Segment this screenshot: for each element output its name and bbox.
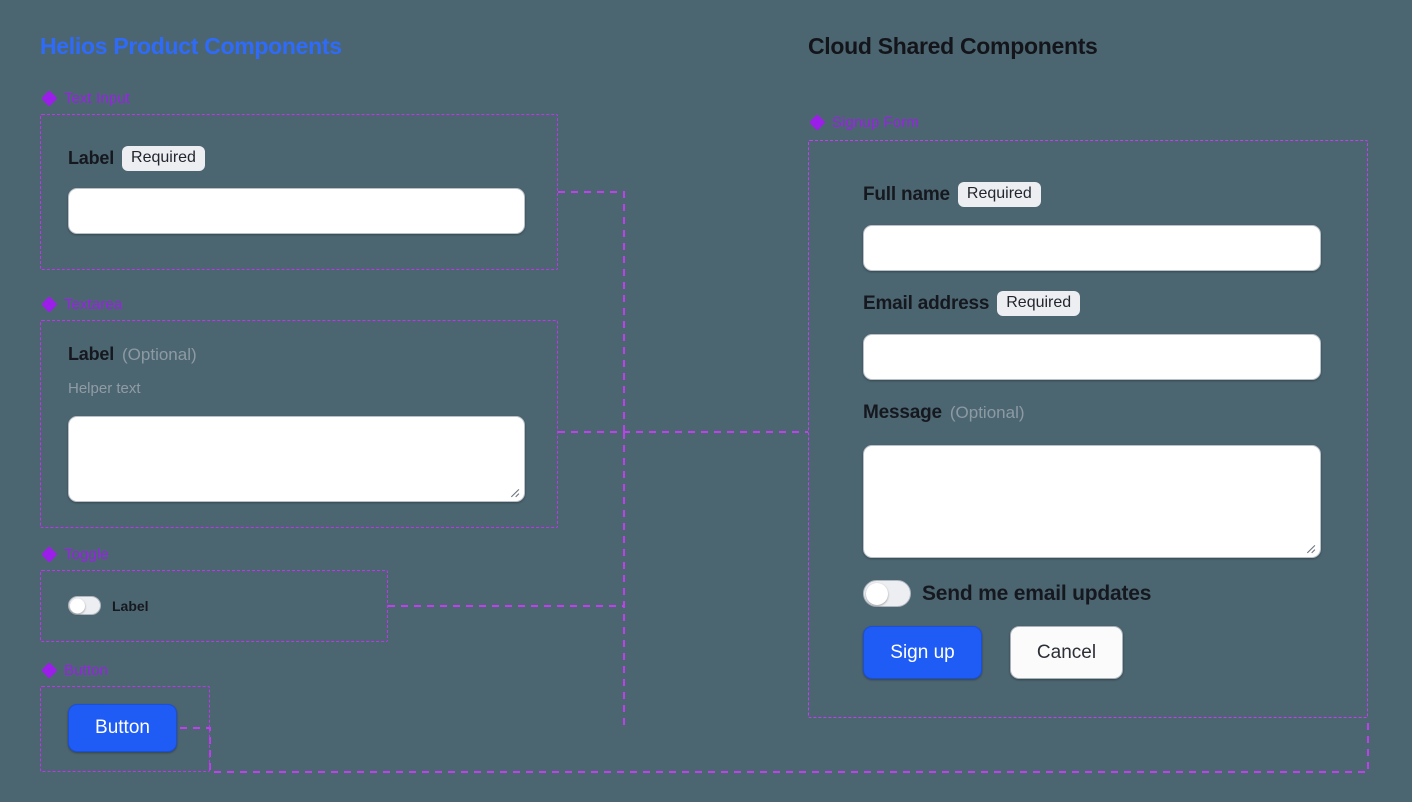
message-label: Message [863, 402, 942, 423]
diamond-cluster-icon [42, 547, 57, 562]
right-column-title: Cloud Shared Components [808, 33, 1098, 59]
component-frame-toggle [40, 570, 388, 642]
toggle-knob [866, 582, 888, 605]
sign-up-button[interactable]: Sign up [863, 626, 982, 679]
text-input-field[interactable] [68, 188, 525, 234]
section-marker-label: Signup Form [832, 114, 919, 131]
full-name-label: Full name [863, 183, 950, 205]
resize-grip-icon[interactable] [507, 485, 520, 498]
section-marker-text-input: Text Input [42, 90, 130, 107]
section-marker-toggle: Toggle [42, 546, 109, 563]
diamond-cluster-icon [42, 91, 57, 106]
section-marker-label: Toggle [64, 546, 109, 563]
toggle-label: Label [112, 597, 149, 614]
email-updates-toggle-row: Send me email updates [863, 580, 1151, 607]
demo-button[interactable]: Button [68, 704, 177, 752]
section-marker-label: Textarea [64, 296, 123, 313]
textarea-field-wrapper[interactable] [68, 416, 525, 502]
text-input-label: Label [68, 148, 115, 169]
toggle-row: Label [68, 596, 149, 615]
textarea-label: Label [68, 344, 115, 364]
connector-text-input [558, 191, 625, 432]
section-marker-label: Button [64, 662, 108, 679]
email-input[interactable] [863, 334, 1321, 380]
textarea-optional-tag: (Optional) [122, 344, 197, 364]
diamond-cluster-icon [42, 663, 57, 678]
textarea-helper-text: Helper text [68, 380, 141, 397]
full-name-required-badge: Required [957, 182, 1041, 208]
message-label-row: Message (Optional) [863, 402, 1025, 424]
text-input-label-row: Label Required [68, 146, 205, 172]
email-label: Email address [863, 292, 990, 314]
textarea-label-row: Label (Optional) [68, 344, 197, 365]
full-name-input[interactable] [863, 225, 1321, 271]
email-required-badge: Required [997, 291, 1081, 317]
signup-form-actions: Sign up Cancel [863, 626, 1123, 679]
section-marker-button: Button [42, 662, 108, 679]
connector-button [180, 718, 1369, 773]
email-updates-toggle[interactable] [863, 580, 911, 607]
section-marker-signup-form: Signup Form [810, 114, 919, 131]
message-textarea-wrapper[interactable] [863, 445, 1321, 558]
toggle-switch[interactable] [68, 596, 101, 615]
component-frame-textarea [40, 320, 558, 528]
email-label-row: Email address Required [863, 291, 1081, 317]
section-marker-textarea: Textarea [42, 296, 122, 313]
message-optional-tag: (Optional) [949, 403, 1025, 422]
cancel-button[interactable]: Cancel [1010, 626, 1123, 679]
left-column-title: Helios Product Components [40, 33, 342, 59]
component-frame-signup-form [808, 140, 1368, 718]
component-frame-text-input [40, 114, 558, 270]
diamond-cluster-icon [810, 115, 825, 130]
diamond-cluster-icon [42, 297, 57, 312]
full-name-label-row: Full name Required [863, 182, 1041, 208]
resize-grip-icon[interactable] [1303, 541, 1316, 554]
email-updates-label: Send me email updates [922, 581, 1152, 605]
text-input-required-badge: Required [122, 146, 205, 172]
section-marker-label: Text Input [64, 90, 131, 107]
toggle-knob [70, 598, 85, 613]
